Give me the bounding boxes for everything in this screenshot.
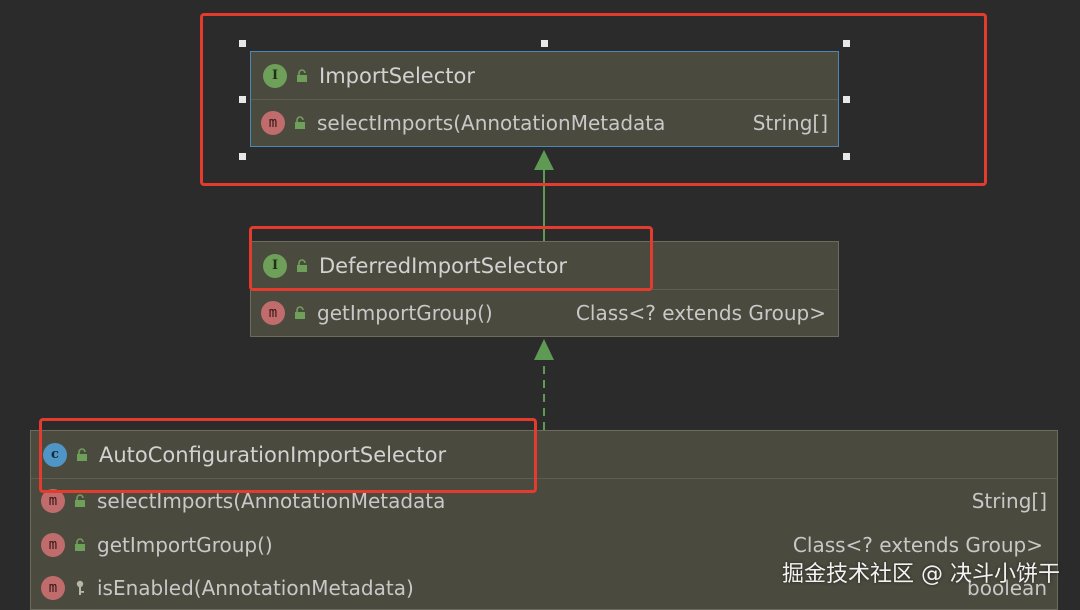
method-row[interactable]: m getImportGroup() Class<? extends Group… <box>251 290 838 335</box>
method-icon: m <box>261 300 285 325</box>
method-icon: m <box>41 575 65 600</box>
selection-handle[interactable] <box>239 96 246 103</box>
highlight-box-auto-configuration-import-selector <box>39 418 537 493</box>
method-return-type: Class<? extends Group> <box>575 300 826 325</box>
method-icon: m <box>41 489 65 513</box>
node-title: ImportSelector <box>319 63 475 88</box>
selection-handle[interactable] <box>843 40 850 47</box>
protected-key-icon <box>73 580 87 596</box>
method-row[interactable]: m selectImports(AnnotationMetadata Strin… <box>251 100 838 145</box>
node-auto-configuration-import-selector[interactable]: c AutoConfigurationImportSelector m sele… <box>30 430 1058 610</box>
selection-handle[interactable] <box>239 40 246 47</box>
node-header: I ImportSelector <box>251 52 838 100</box>
edge-autoconfig-to-deferred[interactable] <box>534 339 554 430</box>
node-import-selector[interactable]: I ImportSelector m selectImports(Annotat… <box>250 51 839 147</box>
highlight-box-import-selector <box>200 13 987 186</box>
method-return-type: boolean <box>967 575 1047 600</box>
watermark-text: 掘金技术社区 @ 决斗小饼干 <box>782 562 1060 587</box>
public-lock-icon <box>293 115 307 131</box>
selection-handle[interactable] <box>239 153 246 160</box>
method-signature: selectImports(AnnotationMetadata <box>97 489 446 513</box>
highlight-box-deferred-import-selector <box>249 226 653 291</box>
method-signature: getImportGroup() <box>317 300 493 325</box>
public-lock-icon <box>73 537 87 553</box>
method-return-type: Class<? extends Group> <box>792 532 1043 557</box>
method-icon: m <box>41 532 65 557</box>
public-lock-icon <box>295 258 309 274</box>
public-lock-icon <box>73 493 87 509</box>
method-signature: isEnabled(AnnotationMetadata) <box>97 575 414 600</box>
interface-icon: I <box>263 63 287 88</box>
method-row[interactable]: m isEnabled(AnnotationMetadata) boolean <box>31 566 1057 609</box>
public-lock-icon <box>75 447 89 463</box>
node-title: DeferredImportSelector <box>319 253 568 278</box>
selection-handle[interactable] <box>541 40 548 47</box>
method-row[interactable]: m getImportGroup() Class<? extends Group… <box>31 523 1057 566</box>
method-signature: getImportGroup() <box>97 532 273 557</box>
method-row[interactable]: m selectImports(AnnotationMetadata Strin… <box>31 479 1057 523</box>
node-header: c AutoConfigurationImportSelector <box>31 431 1057 479</box>
interface-icon: I <box>263 253 287 278</box>
method-icon: m <box>261 110 285 135</box>
public-lock-icon <box>295 68 309 84</box>
class-icon: c <box>43 442 67 467</box>
method-return-type: String[] <box>971 489 1047 513</box>
node-title: AutoConfigurationImportSelector <box>99 442 447 467</box>
selection-handle[interactable] <box>843 96 850 103</box>
method-return-type: String[] <box>752 110 828 135</box>
edge-deferred-to-importselector[interactable] <box>534 150 554 241</box>
method-signature: selectImports(AnnotationMetadata <box>317 110 666 135</box>
selection-handle[interactable] <box>843 153 850 160</box>
public-lock-icon <box>293 305 307 321</box>
